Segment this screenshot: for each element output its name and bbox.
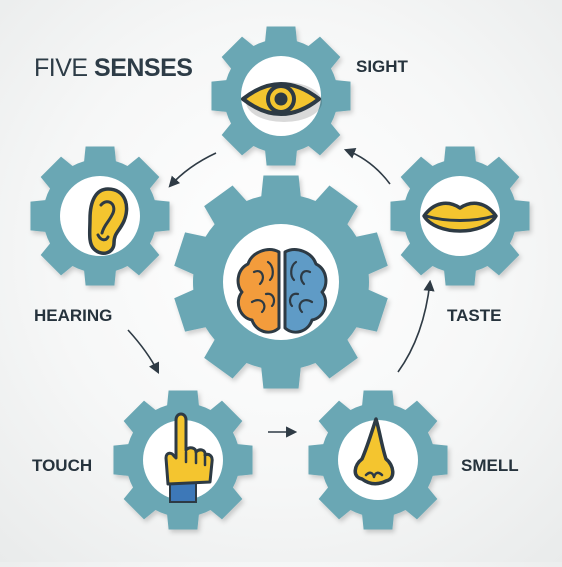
brain-icon xyxy=(236,248,328,334)
arrow-hearing-to-touch xyxy=(127,329,160,375)
title-light: FIVE xyxy=(34,54,88,82)
touch-pointing-hand-icon xyxy=(164,412,214,503)
smell-nose-icon xyxy=(353,417,395,486)
page-title: FIVE SENSES xyxy=(34,54,193,83)
label-sight: SIGHT xyxy=(356,57,408,76)
label-taste: TASTE xyxy=(447,306,502,325)
gear-brain xyxy=(174,175,388,389)
title-bold: SENSES xyxy=(94,54,193,82)
taste-lips-icon xyxy=(422,201,498,233)
arrow-taste-to-sight xyxy=(343,147,391,185)
arrow-smell-to-taste xyxy=(397,279,435,373)
sight-eye-icon xyxy=(241,82,322,122)
arrow-sight-to-hearing xyxy=(168,152,217,188)
label-hearing: HEARING xyxy=(34,306,113,325)
label-touch: TOUCH xyxy=(32,456,93,475)
connector-arrows xyxy=(127,147,435,438)
hearing-ear-icon xyxy=(87,187,129,255)
label-smell: SMELL xyxy=(461,456,519,475)
